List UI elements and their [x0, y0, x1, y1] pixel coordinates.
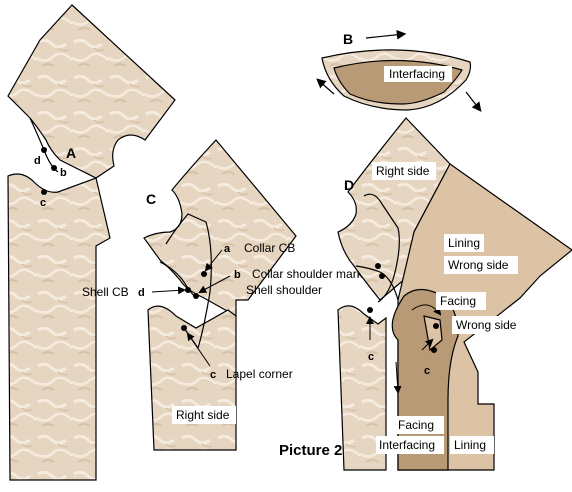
lining-wrong-side-bg	[444, 256, 518, 274]
facing-bottom-label: Facing	[398, 418, 434, 432]
panel-c-point-c-label: c	[210, 369, 216, 381]
arrow-down-icon	[465, 91, 482, 112]
arrow-d-icon	[151, 286, 186, 295]
facing-bottom-bg	[394, 416, 444, 434]
panel-c-letter: C	[146, 191, 156, 207]
point-c-label: c	[40, 197, 46, 209]
arrow-left-icon	[316, 78, 335, 95]
collar-cb-label: Collar CB	[244, 241, 295, 255]
right-side-label-bg	[172, 406, 236, 424]
picture-caption: Picture 2	[279, 442, 342, 459]
panel-d-dot-5	[433, 323, 439, 329]
panel-d: D Right side Lining Wrong side Facing Wr…	[337, 117, 572, 471]
point-b-label: b	[60, 167, 67, 179]
lapel-corner-label: Lapel corner	[226, 367, 293, 381]
panel-b-letter: B	[343, 31, 353, 47]
panel-b: B Interfacing	[316, 29, 482, 112]
arrow-right-icon	[365, 29, 407, 40]
point-d-label: d	[34, 155, 41, 167]
panel-c-stand-line	[159, 261, 197, 299]
arrow-d-corner-icon	[421, 338, 434, 351]
point-b-dot	[51, 165, 57, 171]
interfacing-bottom-bg	[376, 436, 444, 454]
panel-d-stand-line	[355, 265, 399, 301]
lining-label-bg	[444, 234, 484, 252]
arrow-b-icon	[198, 275, 231, 293]
interfacing-label: Interfacing	[389, 67, 445, 81]
panel-a-lower-front-piece	[7, 173, 111, 481]
panel-d-point-c1-label: c	[368, 351, 374, 363]
arrow-a-icon	[204, 249, 223, 272]
panel-c-right-side-label: Right side	[176, 408, 230, 422]
panel-c-point-d-label: d	[138, 287, 145, 299]
panel-d-front-piece	[337, 305, 387, 471]
facing-wrong-side-label: Wrong side	[456, 318, 517, 332]
panel-c-point-c-dot	[181, 325, 187, 331]
facing-wrong-side-bg	[452, 316, 526, 334]
panel-a-letter: A	[66, 145, 76, 161]
panel-d-point-c2-label: c	[424, 365, 430, 377]
interfacing-bottom-label: Interfacing	[379, 438, 435, 452]
lining-bottom-label: Lining	[454, 438, 486, 452]
panel-d-dot-4	[431, 347, 437, 353]
panel-c-point-b-dot	[193, 293, 199, 299]
panel-d-dot-3	[367, 307, 373, 313]
panel-c-point-a-dot	[201, 271, 207, 277]
collar-shoulder-mark-label: Collar shoulder mark	[252, 267, 364, 281]
lining-label: Lining	[448, 236, 480, 250]
facing-top-bg	[436, 292, 486, 310]
panel-a: A d b c	[7, 4, 176, 481]
panel-c-point-a-label: a	[224, 243, 231, 255]
arrow-c-icon	[186, 332, 211, 367]
shell-shoulder-label: Shell shoulder	[246, 283, 322, 297]
point-c-dot	[41, 189, 47, 195]
interfacing-label-bg	[384, 66, 452, 82]
lining-bottom-bg	[450, 436, 494, 454]
panel-d-dot-2	[379, 273, 385, 279]
d-right-side-bg	[372, 162, 436, 180]
facing-top-label: Facing	[440, 294, 476, 308]
panel-d-dot-1	[375, 263, 381, 269]
point-d-dot	[41, 147, 47, 153]
panel-c-point-d-dot	[185, 287, 191, 293]
shell-cb-label: Shell CB	[82, 285, 129, 299]
panel-c-front-piece	[147, 305, 237, 451]
panel-c: C a Collar CB b Collar shoulder mark She…	[82, 139, 364, 451]
arrow-d-curve-icon	[411, 304, 442, 316]
panel-c-point-b-label: b	[234, 269, 241, 281]
panel-c-collar-outline	[165, 213, 212, 350]
panel-d-collar-outline	[363, 193, 400, 303]
panel-d-right-side-label: Right side	[376, 164, 430, 178]
arrow-d-down-icon	[393, 361, 402, 394]
lining-wrong-side-label: Wrong side	[448, 258, 509, 272]
panel-d-letter: D	[344, 177, 354, 193]
panel-a-upper-collar-piece	[7, 4, 176, 179]
